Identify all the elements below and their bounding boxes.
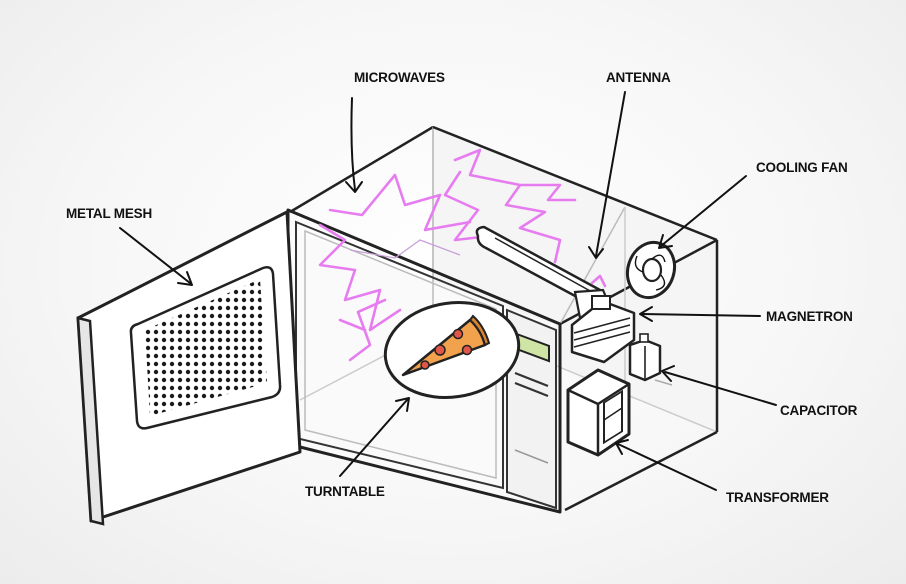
label-turntable: TURNTABLE	[305, 484, 385, 499]
transformer-pointer	[618, 444, 716, 490]
label-cooling-fan: COOLING FAN	[756, 160, 848, 175]
label-magnetron: MAGNETRON	[766, 309, 853, 324]
door	[78, 212, 300, 524]
label-capacitor: CAPACITOR	[780, 403, 858, 418]
metal-mesh-pointer	[120, 228, 190, 283]
label-antenna: ANTENNA	[606, 70, 671, 85]
label-transformer: TRANSFORMER	[726, 490, 829, 505]
label-microwaves: MICROWAVES	[354, 70, 445, 85]
label-metal-mesh: METAL MESH	[66, 206, 152, 221]
